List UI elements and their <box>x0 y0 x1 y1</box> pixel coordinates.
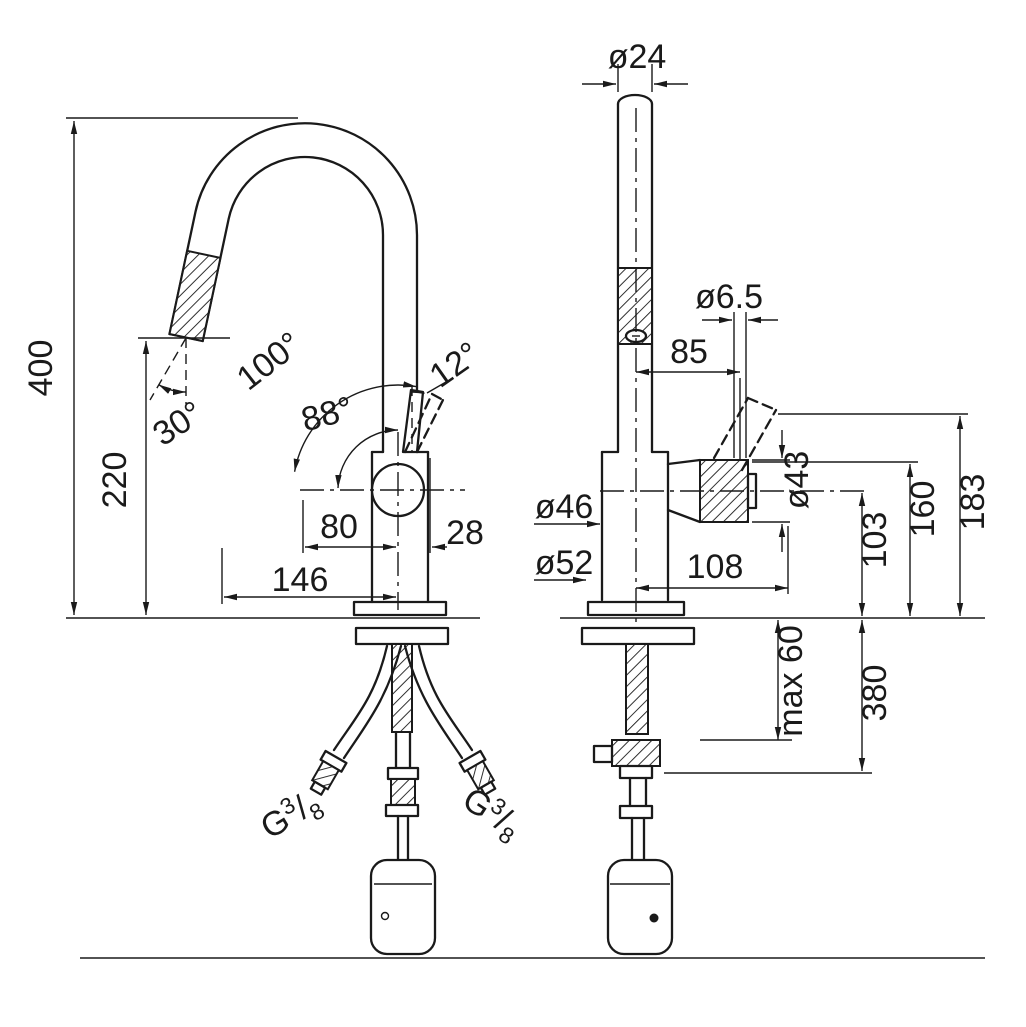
dim-380 <box>664 620 872 774</box>
threaded-stud <box>391 643 413 733</box>
dim-220-label: 220 <box>96 452 134 509</box>
hub-cone-bottom <box>666 508 702 524</box>
tube-top-cap <box>616 93 654 106</box>
dim-146-label: 146 <box>272 561 329 599</box>
dim-160 <box>752 461 918 616</box>
dim-angle-12 <box>411 381 447 452</box>
left-view-dimensions <box>66 117 480 619</box>
elbow-side-outlet <box>592 744 614 764</box>
dim-d43 <box>752 430 790 552</box>
dim-108-label: 108 <box>687 548 744 586</box>
dim-d24 <box>582 64 688 92</box>
hose-left-a <box>332 644 389 752</box>
hose-weight-front-hole <box>649 913 659 923</box>
connector-nut-front <box>618 764 654 780</box>
hose-connector-left <box>309 749 348 796</box>
dim-160-label: 160 <box>904 481 942 538</box>
elbow-connector <box>611 739 661 767</box>
dim-angle-100-arc <box>293 381 417 472</box>
dim-183 <box>778 413 968 616</box>
dim-28-label: 28 <box>446 514 484 552</box>
dim-angle-30 <box>149 337 187 404</box>
pullout-coupler <box>390 778 416 806</box>
hose-weight-hole <box>380 911 390 921</box>
handle-screw-cap <box>746 472 758 510</box>
hub-cone-top <box>666 458 702 466</box>
right-view-dimensions <box>534 64 985 774</box>
hose-weight-front <box>606 858 674 956</box>
coupler-nut-front <box>618 804 654 820</box>
spout-outer-edge <box>168 122 419 454</box>
dim-85 <box>636 368 741 460</box>
dim-d65 <box>702 312 778 458</box>
dim-d24-label: ø24 <box>608 38 667 76</box>
dim-max60 <box>700 620 792 741</box>
dim-d43-label: ø43 <box>778 451 816 510</box>
dim-d52-label: ø52 <box>535 544 594 582</box>
base-flange <box>352 600 448 617</box>
dim-d46-label: ø46 <box>535 488 594 526</box>
spray-head-hatched <box>168 249 222 343</box>
threaded-stud-front <box>625 643 649 735</box>
hose-weight <box>369 858 437 956</box>
hose-right-a <box>417 644 474 752</box>
spout-inner-edge <box>201 155 385 454</box>
dim-400-label: 400 <box>22 340 60 397</box>
pullout-nut-bottom <box>384 803 420 818</box>
dim-d65-label: ø6.5 <box>695 278 763 316</box>
handle-lever-front-alt <box>712 396 778 472</box>
dim-80-label: 80 <box>320 508 358 546</box>
hose-connector-right <box>458 749 497 796</box>
dim-85-label: 85 <box>670 333 708 371</box>
dim-max60-label: max 60 <box>772 625 810 737</box>
dim-380-label: 380 <box>856 665 894 722</box>
dim-103-label: 103 <box>856 512 894 569</box>
dim-108 <box>636 526 789 594</box>
hose-right-b <box>403 644 464 760</box>
hose-left-b <box>342 644 403 760</box>
dim-183-label: 183 <box>954 474 992 531</box>
dim-angle-88-arc <box>335 426 399 489</box>
